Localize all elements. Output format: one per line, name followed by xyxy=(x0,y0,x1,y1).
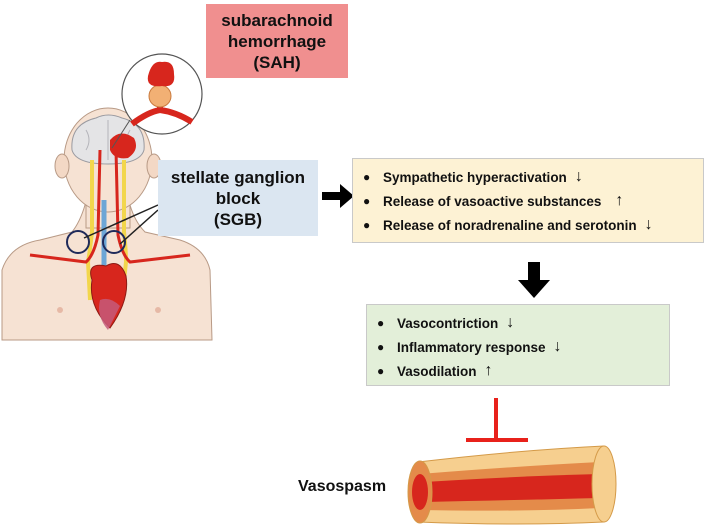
up-arrow-icon: ↑ xyxy=(615,192,624,209)
down-arrow-icon: ↓ xyxy=(506,314,515,331)
outcome-item: ● Vasodilation ↑ xyxy=(377,359,659,383)
down-arrow-icon: ↓ xyxy=(574,168,583,185)
right-arrow xyxy=(322,184,354,208)
bullet-icon: ● xyxy=(377,340,385,354)
sah-label-box: subarachnoid hemorrhage (SAH) xyxy=(206,4,348,78)
outcomes-box: ● Vasocontriction ↓ ● Inflammatory respo… xyxy=(366,304,670,386)
sgb-label-box: stellate ganglion block (SGB) xyxy=(158,160,318,236)
sgb-line-1: stellate ganglion xyxy=(170,167,306,187)
outcome-item: ● Vasocontriction ↓ xyxy=(377,311,659,335)
bullet-icon: ● xyxy=(363,170,371,184)
sah-line-2: hemorrhage xyxy=(227,31,327,51)
human-body-illustration xyxy=(1,107,213,341)
outcome-item: ● Inflammatory response ↓ xyxy=(377,335,659,359)
effect-item: ● Release of vasoactive substances ↑ xyxy=(363,189,693,213)
inhibition-symbol xyxy=(466,398,528,442)
effect-text: Release of noradrenaline and serotonin xyxy=(383,217,637,233)
sgb-line-2: block xyxy=(215,188,261,208)
effect-text: Release of vasoactive substances xyxy=(383,193,602,209)
effect-text: Sympathetic hyperactivation xyxy=(383,169,567,185)
aneurysm-icon xyxy=(111,53,203,149)
bullet-icon: ● xyxy=(377,316,385,330)
outcome-text: Inflammatory response xyxy=(397,339,546,355)
effect-item: ● Release of noradrenaline and serotonin… xyxy=(363,213,693,237)
blood-vessel-icon xyxy=(407,445,617,525)
sah-line-3: (SAH) xyxy=(253,52,301,72)
down-arrow-icon: ↓ xyxy=(644,216,653,233)
bullet-icon: ● xyxy=(363,218,371,232)
bullet-icon: ● xyxy=(363,194,371,208)
sgb-line-3: (SGB) xyxy=(213,209,263,229)
outcome-text: Vasodilation xyxy=(397,363,477,379)
effect-item: ● Sympathetic hyperactivation ↓ xyxy=(363,165,693,189)
up-arrow-icon: ↑ xyxy=(484,362,493,379)
down-arrow xyxy=(518,262,550,298)
down-arrow-icon: ↓ xyxy=(553,338,562,355)
sah-line-1: subarachnoid xyxy=(221,10,333,30)
vasospasm-label: Vasospasm xyxy=(298,478,387,495)
bullet-icon: ● xyxy=(377,364,385,378)
sgb-effects-box: ● Sympathetic hyperactivation ↓ ● Releas… xyxy=(352,158,704,243)
outcome-text: Vasocontriction xyxy=(397,315,499,331)
